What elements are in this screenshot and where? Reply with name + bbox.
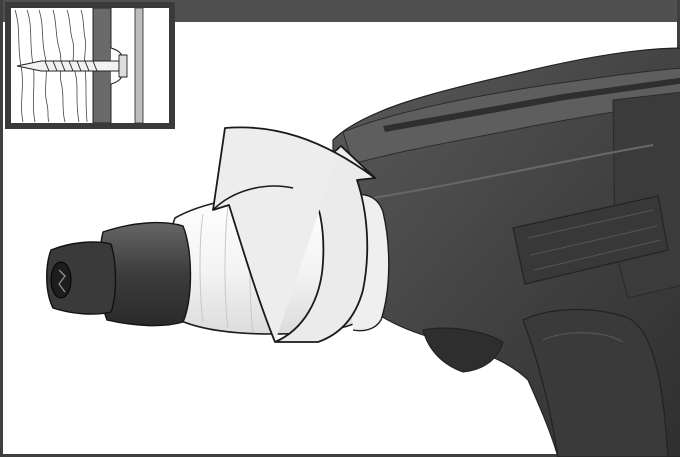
screw [16, 54, 128, 78]
rear-panel [612, 91, 680, 299]
trigger [422, 327, 504, 373]
screwdriver-illustration [46, 47, 680, 457]
side-vent [512, 195, 669, 285]
tool-handle [522, 308, 669, 457]
surface-bracket [134, 8, 144, 123]
body-ridge [372, 144, 654, 199]
detail-inset [5, 2, 175, 129]
rotation-arrow-outer [212, 126, 376, 343]
screw-detail-illustration [14, 8, 144, 123]
bit-socket [50, 261, 72, 299]
top-vent-rail [383, 77, 680, 132]
